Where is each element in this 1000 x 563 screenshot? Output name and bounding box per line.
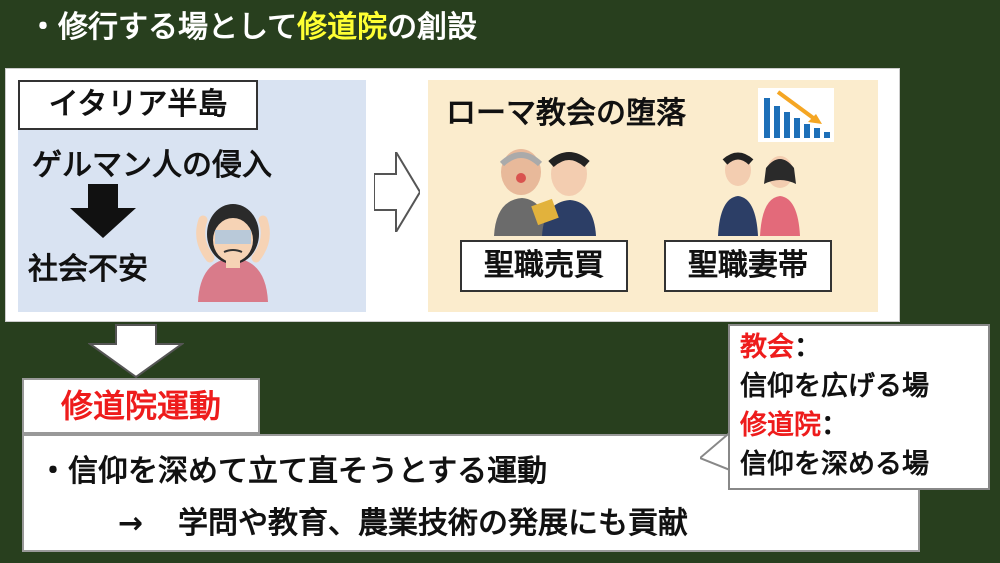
church-colon: ：	[794, 332, 821, 363]
anxiety-text: 社会不安	[28, 252, 148, 287]
church-role: 信仰を広げる場	[740, 371, 929, 402]
worried-person-illustration	[196, 204, 270, 302]
arrow-glyph: →	[118, 506, 144, 541]
church-line: 教会：	[740, 328, 988, 367]
married-couple-illustration	[718, 152, 800, 236]
church-label: 教会	[740, 332, 794, 363]
declining-chart-icon	[758, 88, 834, 142]
down-arrow-outline-icon	[88, 324, 184, 378]
monastery-colon: ：	[821, 410, 848, 441]
title-prefix: ・修行する場として	[28, 10, 298, 45]
region-label: イタリア半島	[18, 80, 258, 130]
right-arrow-icon	[374, 152, 420, 232]
bribery-men-illustration	[494, 149, 596, 236]
monastery-line: 修道院：	[740, 406, 988, 445]
slide-title: ・修行する場として修道院の創設	[28, 6, 477, 50]
contribution-text: 学問や教育、農業技術の発展にも貢献	[178, 506, 688, 541]
clerical-marriage-tag: 聖職妻帯	[664, 240, 832, 292]
title-suffix: の創設	[387, 10, 478, 45]
simony-tag: 聖職売買	[460, 240, 628, 292]
invasion-text: ゲルマン人の侵入	[32, 148, 272, 183]
monastery-role: 信仰を深める場	[740, 449, 929, 480]
movement-contribution: → 学問や教育、農業技術の発展にも貢献	[118, 498, 688, 542]
movement-description: ・信仰を深めて立て直そうとする運動	[38, 454, 548, 489]
comparison-callout: 教会： 信仰を広げる場 修道院： 信仰を深める場	[728, 324, 990, 490]
down-arrow-icon	[70, 184, 136, 238]
movement-label: 修道院運動	[22, 378, 260, 434]
monastery-label: 修道院	[740, 410, 821, 441]
corruption-heading: ローマ教会の堕落	[446, 96, 686, 131]
title-highlight: 修道院	[297, 10, 388, 45]
